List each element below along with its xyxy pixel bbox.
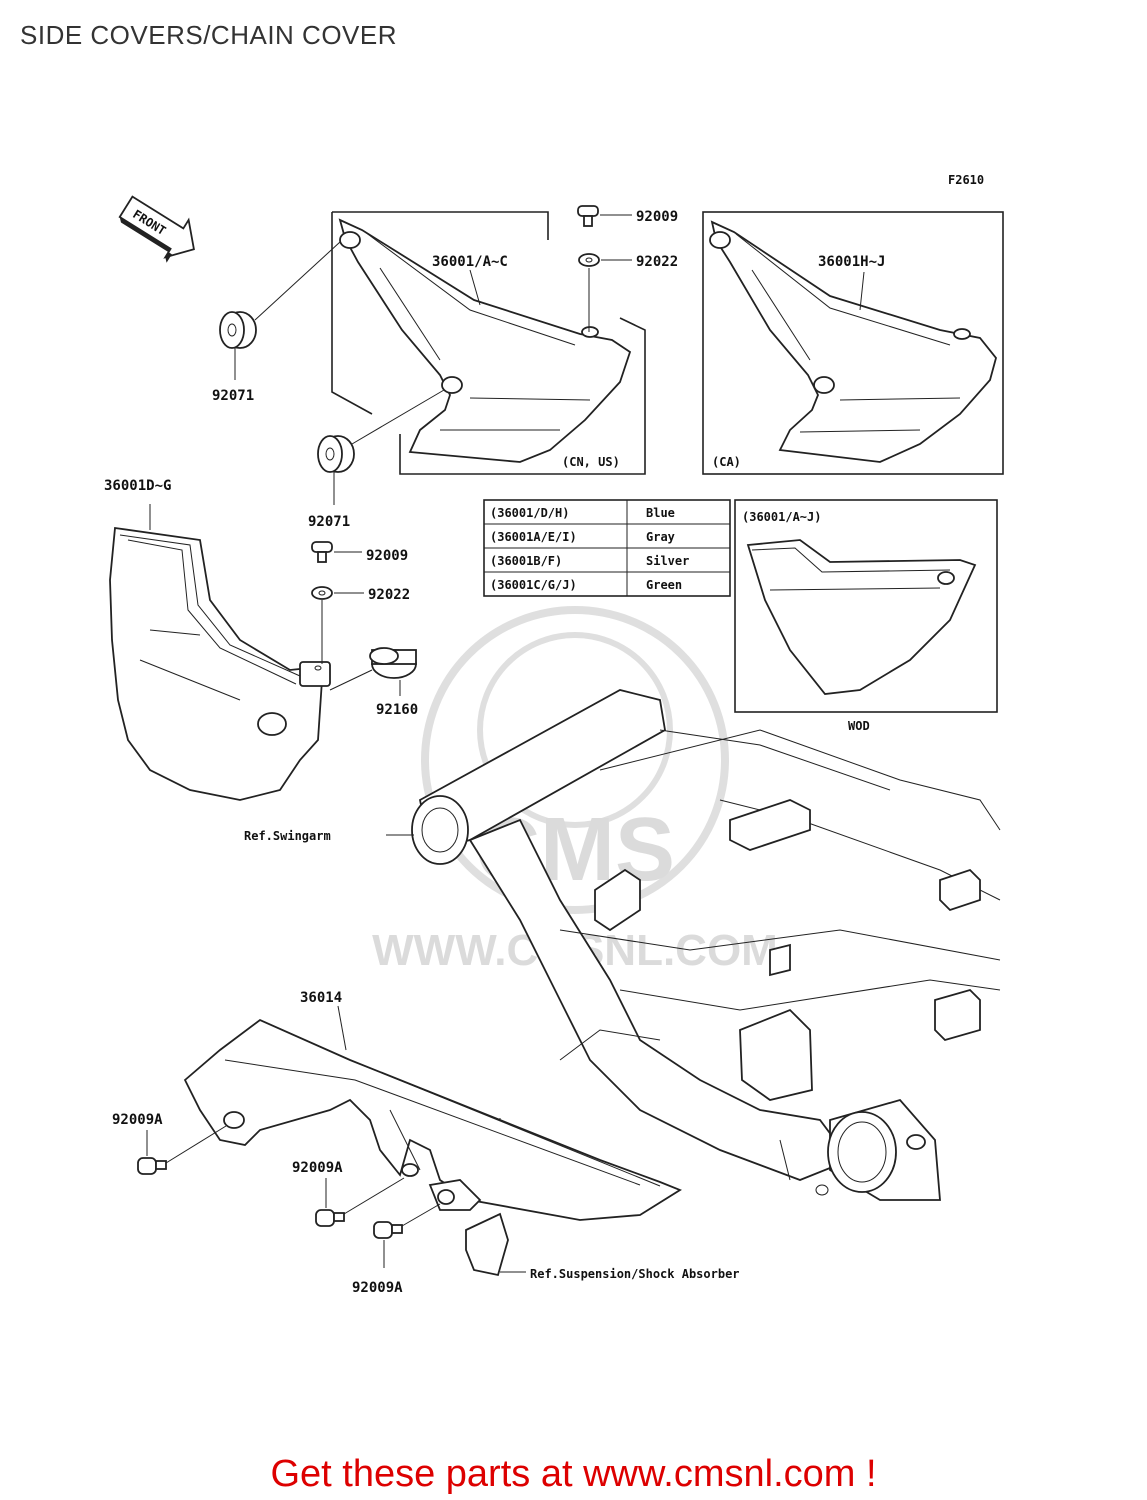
bolt-92009-top [577,205,599,227]
label-92009-mid: 92009 [366,548,408,564]
label-36014: 36014 [300,990,342,1006]
washer-92022-top [578,253,600,267]
label-wod-header: (36001/A~J) [742,510,821,524]
label-92009-top: 92009 [636,209,678,225]
bolt-92009a-1 [137,1157,167,1175]
label-wod: WOD [848,719,870,733]
bolt-92009-mid [311,541,333,563]
collar-92160 [369,647,417,679]
label-92071-b: 92071 [308,514,350,530]
label-92009a-1: 92009A [112,1112,163,1128]
color-name-3: Silver [646,554,689,568]
color-table: (36001/D/H) Blue (36001A/E/I) Gray (3600… [483,499,731,597]
label-92160: 92160 [376,702,418,718]
page-title: SIDE COVERS/CHAIN COVER [20,20,398,50]
color-code-3: (36001B/F) [490,554,562,568]
color-name-1: Blue [646,506,675,520]
front-arrow-icon: FRONT [118,195,195,263]
footer-link[interactable]: Get these parts at www.cmsnl.com ! [270,1453,877,1495]
side-cover-36001-a-c [331,211,646,475]
label-36001-d-g: 36001D~G [104,478,171,494]
color-code-2: (36001A/E/I) [490,530,577,544]
label-ca: (CA) [712,455,741,469]
color-name-4: Green [646,578,682,592]
wod-cover-box: (36001/A~J) [734,499,998,713]
bolt-92009a-2 [315,1209,345,1227]
label-cn-us: (CN, US) [562,455,620,469]
grommet-92071-a [219,311,257,349]
bolt-92009a-3 [373,1221,403,1239]
color-code-1: (36001/D/H) [490,506,569,520]
label-92022-mid: 92022 [368,587,410,603]
label-ref-swingarm: Ref.Swingarm [244,829,331,843]
chain-cover-36014 [183,1018,682,1277]
figure-code: F2610 [948,173,984,187]
label-92071-a: 92071 [212,388,254,404]
color-code-4: (36001C/G/J) [490,578,577,592]
color-name-2: Gray [646,530,675,544]
label-ref-suspension: Ref.Suspension/Shock Absorber [530,1267,740,1281]
label-36001-h-j: 36001H~J [818,254,885,270]
label-36001-a-c: 36001/A~C [432,254,508,270]
grommet-92071-b [317,435,355,473]
swingarm [411,689,1001,1201]
washer-92022-mid [311,586,333,600]
label-92022-top: 92022 [636,254,678,270]
label-92009a-2: 92009A [292,1160,343,1176]
side-cover-36001-d-g [109,526,331,801]
label-92009a-3: 92009A [352,1280,403,1296]
side-cover-36001-h-j [702,211,1004,475]
